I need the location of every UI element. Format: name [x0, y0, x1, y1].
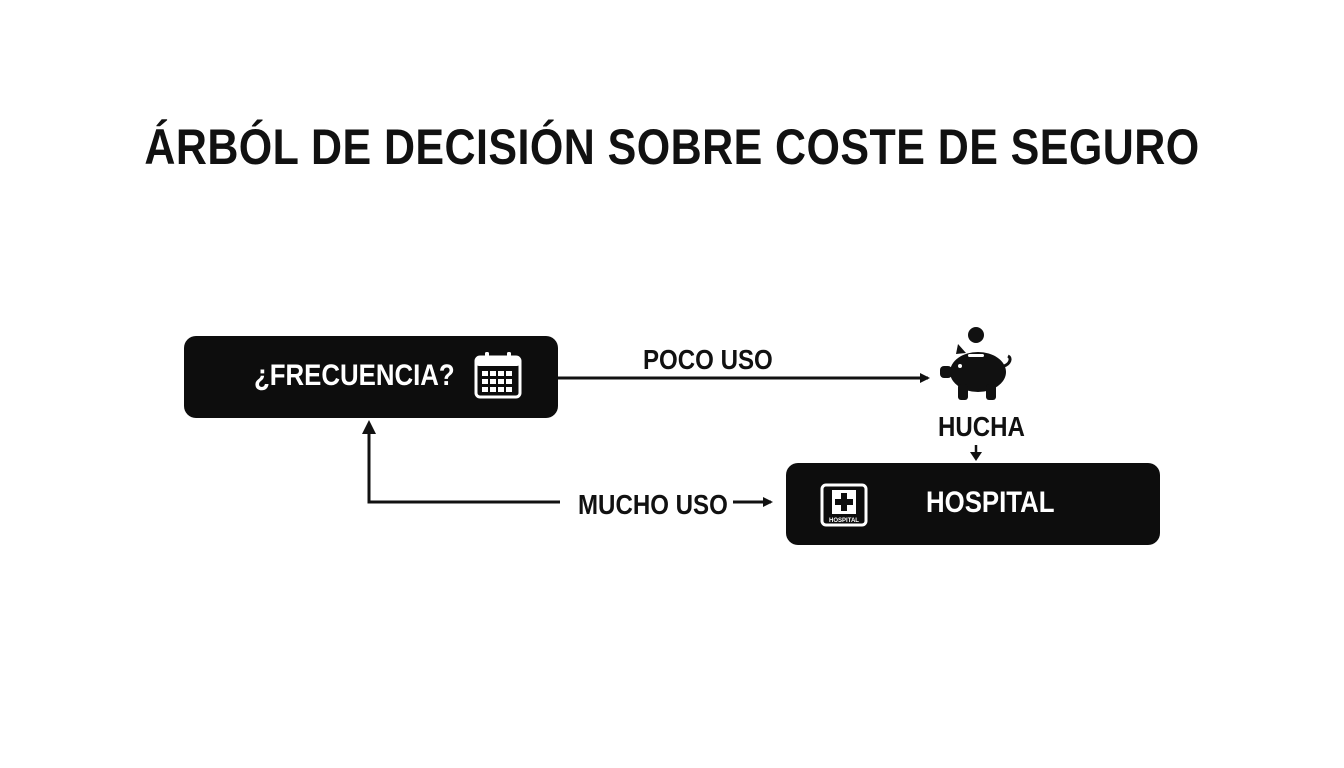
node-hospital: HOSPITAL HOSPITAL — [786, 463, 1160, 545]
edge-mucho-uso-loop-arrowhead — [362, 420, 376, 434]
edge-poco-uso-label: POCO USO — [643, 344, 773, 375]
diagram-title: ÁRBÓL DE DECISIÓN SOBRE COSTE DE SEGURO — [144, 119, 1200, 175]
edge-hucha-hospital-arrowhead — [970, 452, 982, 461]
edge-mucho-uso-label: MUCHO USO — [578, 489, 728, 520]
piggy-bank-icon — [938, 324, 1014, 409]
hospital-icon: HOSPITAL — [820, 483, 868, 532]
node-frecuencia-label: ¿FRECUENCIA? — [254, 359, 455, 392]
hospital-icon-text: HOSPITAL — [829, 518, 859, 524]
node-hucha-label: HUCHA — [938, 411, 1025, 442]
calendar-icon — [473, 351, 523, 406]
node-frecuencia: ¿FRECUENCIA? — [184, 336, 558, 418]
node-hospital-label: HOSPITAL — [926, 486, 1055, 519]
edge-mucho-uso-loop-line — [367, 430, 560, 504]
